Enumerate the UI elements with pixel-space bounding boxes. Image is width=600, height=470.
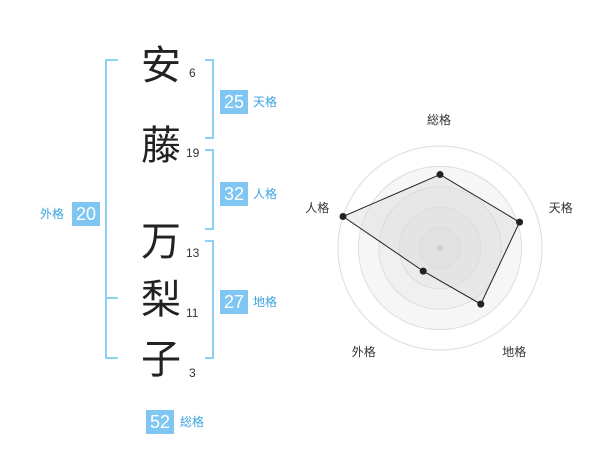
name-char-1: 安 [141, 43, 181, 89]
soukaku-value: 52 [146, 410, 174, 434]
name-char-5: 子 [141, 337, 181, 383]
radar-point-2 [516, 218, 524, 226]
radar-point-5 [339, 212, 347, 220]
name-char-2: 藤 [141, 123, 181, 169]
gaikaku-value: 20 [72, 202, 100, 226]
gaikaku-bracket [105, 59, 118, 359]
radar-point-1 [436, 171, 444, 179]
radar-axis-label-1: 総格 [427, 113, 452, 127]
chikaku-bracket [205, 240, 214, 359]
name-char-4: 梨 [141, 277, 181, 323]
jinkaku-label: 人格 [253, 187, 278, 201]
radar-axis-label-3: 地格 [502, 344, 527, 359]
stroke-count-5: 3 [189, 366, 196, 380]
tenkaku-value: 25 [220, 90, 248, 114]
stroke-count-4: 11 [186, 306, 199, 320]
stroke-count-1: 6 [189, 66, 196, 80]
jinkaku-bracket [205, 149, 214, 230]
chikaku-value: 27 [220, 290, 248, 314]
tenkaku-label: 天格 [253, 95, 278, 109]
stroke-count-2: 19 [186, 146, 200, 160]
radar-axis-label-2: 天格 [548, 201, 573, 216]
tenkaku-bracket [205, 59, 214, 139]
stroke-count-3: 13 [186, 246, 200, 260]
soukaku-label: 総格 [180, 415, 205, 429]
radar-axis-label-5: 人格 [305, 201, 330, 216]
gaikaku-label: 外格 [40, 207, 65, 221]
jinkaku-value: 32 [220, 182, 248, 206]
radar-axis-label-4: 外格 [351, 344, 376, 359]
chikaku-label: 地格 [253, 295, 278, 309]
radar-center-dot [437, 245, 443, 251]
name-char-3: 万 [141, 219, 181, 265]
radar-series-polygon [341, 173, 521, 305]
radar-point-4 [419, 267, 427, 275]
radar-point-3 [477, 300, 485, 308]
